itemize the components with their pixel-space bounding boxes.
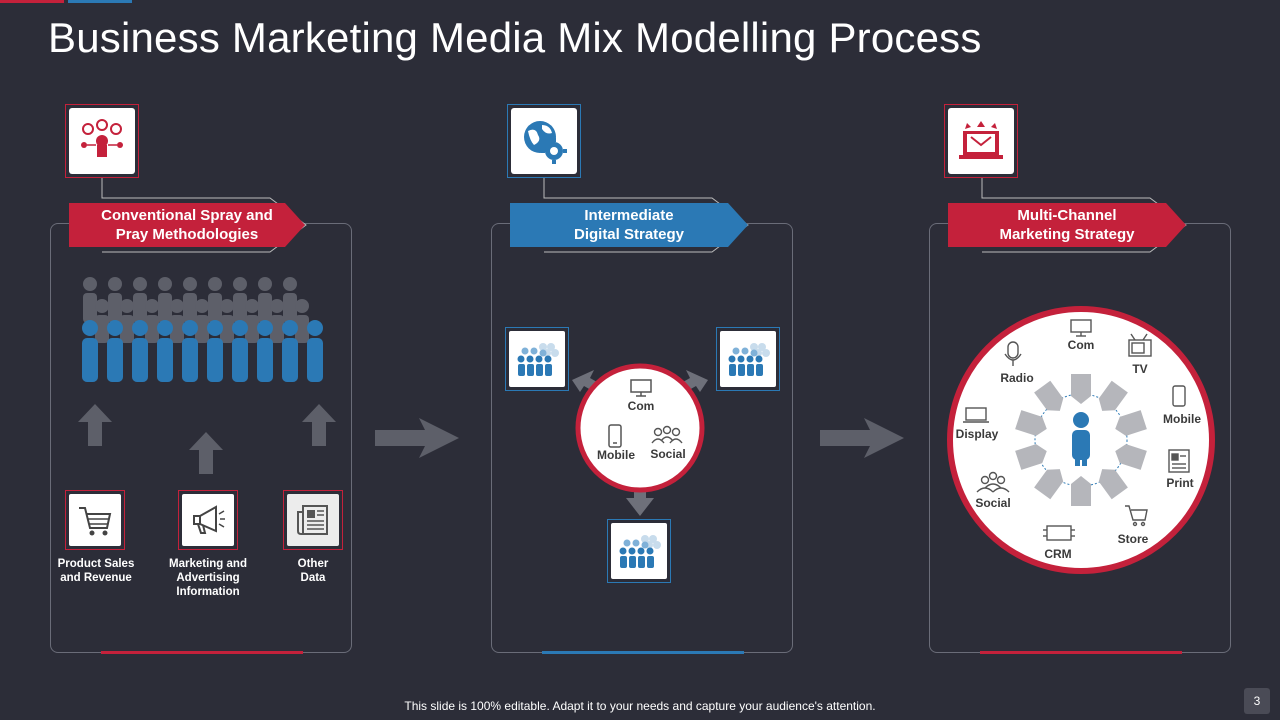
channel-label-radio: Radio bbox=[1000, 371, 1034, 385]
channel-label-social: Social bbox=[975, 496, 1011, 510]
channel-label-tv: TV bbox=[1132, 362, 1148, 376]
source-box-other bbox=[283, 490, 343, 550]
hub-label-com: Com bbox=[627, 399, 655, 413]
group-tile-left bbox=[505, 327, 569, 391]
group-icon bbox=[728, 343, 770, 376]
channel-label-mobile: Mobile bbox=[1163, 412, 1201, 426]
accent-bar-blue bbox=[68, 0, 132, 3]
up-arrow-icon bbox=[78, 404, 112, 446]
crowd-illustration bbox=[82, 277, 323, 382]
hub-label-mobile: Mobile bbox=[597, 448, 635, 462]
source-caption-sales: Product Sales and Revenue bbox=[57, 558, 135, 584]
up-arrow-icon bbox=[302, 404, 336, 446]
group-tile-bottom bbox=[607, 519, 671, 583]
globe-icon-box bbox=[507, 104, 581, 178]
banner-conventional: Conventional Spray and Pray Methodologie… bbox=[69, 203, 305, 247]
group-tile-right bbox=[716, 327, 780, 391]
group-icon bbox=[619, 535, 661, 568]
channel-wheel bbox=[947, 306, 1215, 574]
source-box-sales bbox=[65, 490, 125, 550]
megaphone-icon bbox=[193, 505, 225, 534]
monitor-icon bbox=[630, 379, 652, 397]
group-icon bbox=[517, 343, 559, 376]
banner-label: Multi-Channel Marketing Strategy bbox=[999, 207, 1135, 243]
source-caption-other: Other Data bbox=[297, 558, 329, 584]
right-arrow-icon bbox=[375, 418, 459, 458]
footer-note: This slide is 100% editable. Adapt it to… bbox=[404, 699, 876, 713]
page-number: 3 bbox=[1244, 688, 1270, 714]
accent-bar-red bbox=[0, 0, 64, 3]
channel-label-com: Com bbox=[1067, 338, 1095, 352]
panel-underline bbox=[101, 651, 303, 654]
newspaper-icon bbox=[297, 505, 328, 535]
email-icon-box bbox=[944, 104, 1018, 178]
channel-label-store: Store bbox=[1117, 532, 1149, 546]
social-icon bbox=[651, 425, 683, 444]
channel-label-display: Display bbox=[955, 427, 999, 441]
panel-underline bbox=[980, 651, 1182, 654]
channel-label-crm: CRM bbox=[1044, 547, 1072, 561]
banner-label: Conventional Spray and Pray Methodologie… bbox=[101, 207, 273, 243]
banner-multichannel: Multi-Channel Marketing Strategy bbox=[948, 203, 1186, 247]
influence-icon-box bbox=[65, 104, 139, 178]
globe-gear-icon bbox=[524, 121, 567, 164]
banner-intermediate: Intermediate Digital Strategy bbox=[510, 203, 748, 247]
cart-icon bbox=[79, 507, 112, 536]
banner-label: Intermediate Digital Strategy bbox=[573, 207, 685, 243]
email-marketing-icon bbox=[959, 121, 1003, 159]
mobile-icon bbox=[608, 424, 622, 448]
slide-title: Business Marketing Media Mix Modelling P… bbox=[48, 14, 982, 61]
panel-underline bbox=[542, 651, 744, 654]
influence-icon bbox=[81, 119, 123, 157]
channel-label-print: Print bbox=[1166, 476, 1194, 490]
person-icon bbox=[1072, 412, 1090, 466]
source-box-marketing bbox=[178, 490, 238, 550]
source-caption-marketing: Marketing and Advertising Information bbox=[169, 558, 247, 598]
up-arrow-icon bbox=[189, 432, 223, 474]
hub-label-social: Social bbox=[650, 447, 686, 461]
right-arrow-icon bbox=[820, 418, 904, 458]
hub-circle bbox=[575, 363, 705, 493]
